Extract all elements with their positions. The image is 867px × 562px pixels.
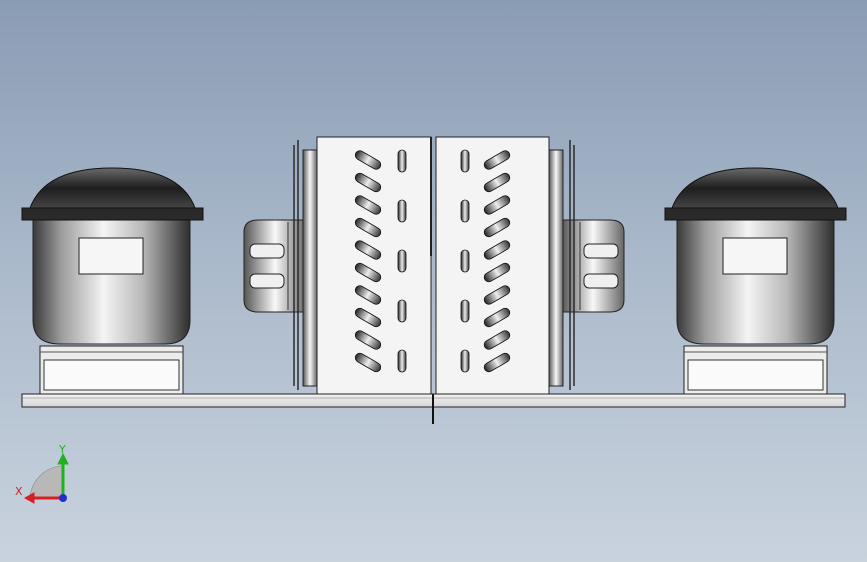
y-axis-arrowhead xyxy=(57,452,69,465)
vertical-slot xyxy=(460,199,470,223)
vertical-slot xyxy=(397,199,407,223)
housing-right-panel xyxy=(435,136,550,395)
housing-vent-slots xyxy=(354,149,511,373)
z-axis-dot xyxy=(59,494,67,502)
diagonal-slot xyxy=(354,172,382,193)
housing-left-panel xyxy=(316,136,432,395)
center-housing xyxy=(316,136,550,395)
x-axis-arrowhead xyxy=(23,492,35,504)
diagonal-slot xyxy=(354,352,382,373)
vertical-slot xyxy=(460,349,470,373)
left-motor-cap xyxy=(29,167,196,209)
x-axis-label: X xyxy=(15,485,23,498)
vertical-slot xyxy=(397,149,407,173)
left-coupling xyxy=(243,140,318,390)
diagonal-slot xyxy=(354,240,382,260)
left-motor-nameplate xyxy=(78,237,144,275)
diagonal-slot xyxy=(483,172,511,193)
vertical-slot xyxy=(397,299,407,323)
diagonal-slot xyxy=(483,217,511,238)
left-motor xyxy=(21,167,204,395)
right-motor xyxy=(664,167,847,395)
diagonal-slot xyxy=(483,240,511,260)
vertical-slot xyxy=(460,299,470,323)
vertical-slot xyxy=(397,349,407,373)
diagonal-slot xyxy=(354,330,382,350)
right-motor-nameplate xyxy=(722,237,788,275)
diagonal-slot xyxy=(354,195,382,215)
diagonal-slot xyxy=(483,150,511,170)
diagonal-slot xyxy=(483,262,511,283)
diagonal-slot xyxy=(354,307,382,328)
diagonal-slot xyxy=(483,352,511,373)
y-axis-label: Y xyxy=(58,443,66,456)
vertical-slot xyxy=(397,249,407,273)
diagonal-slot xyxy=(483,195,511,215)
vertical-slot xyxy=(460,249,470,273)
diagonal-slot xyxy=(354,285,382,305)
vertical-slot xyxy=(460,149,470,173)
diagonal-slot xyxy=(354,262,382,283)
right-coupling xyxy=(548,140,625,390)
diagonal-slot xyxy=(354,150,382,170)
diagonal-slot xyxy=(483,285,511,305)
right-motor-cap xyxy=(671,167,839,209)
diagonal-slot xyxy=(483,330,511,350)
diagonal-slot xyxy=(483,307,511,328)
diagonal-slot xyxy=(354,217,382,238)
axis-triad: Y X xyxy=(15,443,69,504)
